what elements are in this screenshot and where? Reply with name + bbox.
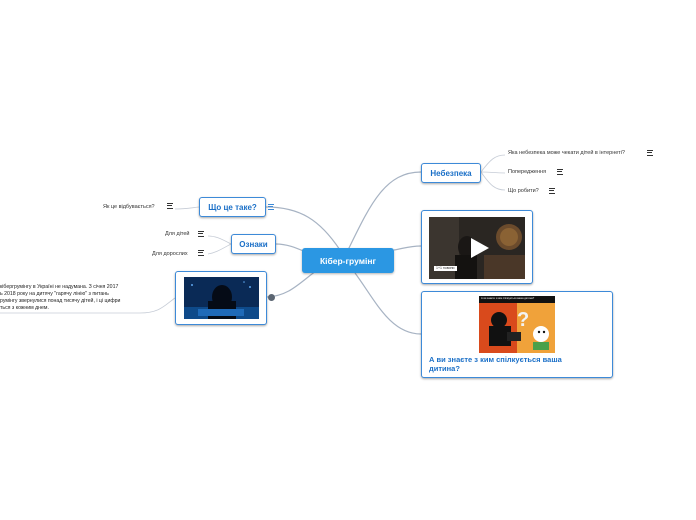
note-icon[interactable] xyxy=(647,150,653,156)
root-node[interactable]: Кібер-грумінг xyxy=(302,248,394,273)
node-signs[interactable]: Ознаки xyxy=(231,234,276,254)
know-thumbnail-header: А ви знаєте з ким спілкується ваша дитин… xyxy=(481,297,535,300)
play-icon[interactable] xyxy=(471,238,489,258)
image-text-line-1: кібергрумінгу в Україні не надумана. З с… xyxy=(0,284,119,290)
leaf-danger-1[interactable]: Яка небезпека може чекати дітей в інтерн… xyxy=(508,150,625,156)
note-icon[interactable] xyxy=(198,250,204,256)
leaf-signs-1[interactable]: Для дітей xyxy=(165,231,190,237)
node-danger[interactable]: Небезпека xyxy=(421,163,481,183)
node-danger-label: Небезпека xyxy=(430,168,472,178)
node-signs-label: Ознаки xyxy=(239,239,268,249)
svg-text:?: ? xyxy=(517,309,529,331)
note-icon[interactable] xyxy=(198,231,204,237)
leaf-danger-3[interactable]: Що робити? xyxy=(508,188,539,194)
leaf-danger-2[interactable]: Попередження xyxy=(508,169,547,175)
note-icon[interactable] xyxy=(557,169,563,175)
channel-badge: 1+1 новини xyxy=(434,266,457,271)
hacker-image-art xyxy=(184,277,259,319)
hacker-image xyxy=(184,277,259,319)
note-icon[interactable] xyxy=(549,188,555,194)
root-label: Кібер-грумінг xyxy=(319,255,377,266)
node-video[interactable]: 1+1 новини xyxy=(421,210,533,284)
know-thumbnail-image: ? xyxy=(479,296,555,353)
image-text-line-3: румінгу звернулися понад тисячу дітей, і… xyxy=(0,298,121,304)
node-know[interactable]: ? А ви знаєте з ким спілкується ваша дит… xyxy=(421,291,613,378)
video-thumbnail[interactable]: 1+1 новини xyxy=(429,217,525,279)
leaf-what-1[interactable]: Як це відбувається? xyxy=(103,204,155,210)
note-icon[interactable] xyxy=(167,203,173,209)
globe-icon[interactable] xyxy=(268,294,275,301)
note-icon[interactable] xyxy=(268,204,274,210)
know-caption: А ви знаєте з ким спілкується ваша дитин… xyxy=(429,355,562,373)
node-image[interactable] xyxy=(175,271,267,325)
know-thumbnail: ? А ви знаєте з ким спілкується ваша дит… xyxy=(479,296,555,353)
image-text-line-4: ться з кожним днем. xyxy=(0,305,49,311)
image-text-line-2: ь 2018 року на дитячу "гарячу лінію" з п… xyxy=(0,291,109,297)
leaf-signs-2[interactable]: Для дорослих xyxy=(152,251,188,257)
node-what-label: Що це таке? xyxy=(208,202,257,212)
node-what[interactable]: Що це таке? xyxy=(199,197,266,217)
